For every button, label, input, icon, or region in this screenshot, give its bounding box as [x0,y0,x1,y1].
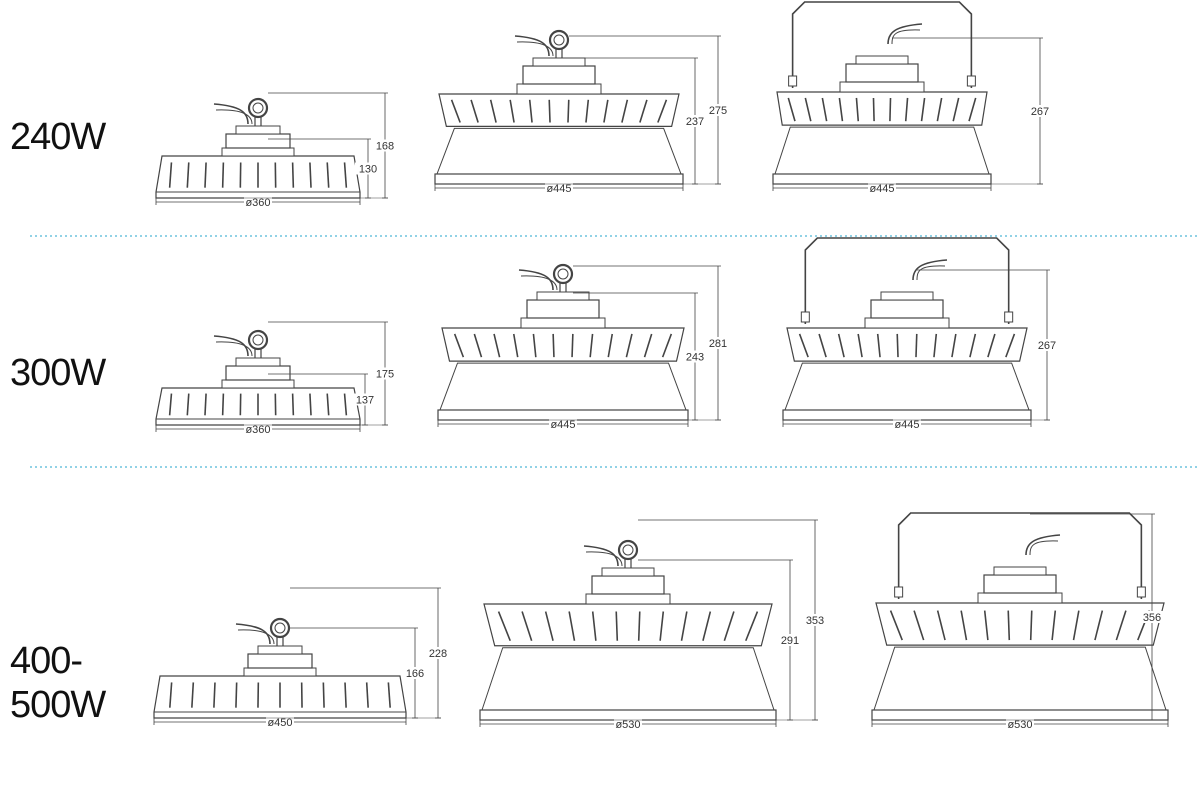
lamp-r3-3: ø530 356 [872,513,1168,731]
height-label: 281 [709,338,727,350]
lamp-r1-2: ø445 237 275 [435,31,731,195]
lamp-r1-3: ø445 267 [773,2,1053,195]
diameter-label: ø445 [894,419,919,431]
row-label-300w: 300W [10,352,105,396]
height-label: 243 [686,352,704,364]
height-label: 353 [806,615,824,627]
diameter-label: ø445 [550,419,575,431]
row-label-400-500w: 400- 500W [10,640,105,727]
height-label: 166 [406,668,424,680]
height-label: 175 [376,369,394,381]
height-label: 130 [359,164,377,176]
height-label: 237 [686,116,704,128]
height-label: 267 [1031,106,1049,118]
height-label: 168 [376,141,394,153]
row-label-240w: 240W [10,116,105,160]
height-label: 137 [356,395,374,407]
lamp-r3-1: ø450 166 228 [154,588,451,729]
lamp-r2-3: ø445 267 [783,238,1060,431]
height-label: 275 [709,105,727,117]
height-label: 228 [429,648,447,660]
diameter-label: ø360 [245,424,270,436]
lamp-r2-2: ø445 243 281 [438,265,731,431]
diameter-label: ø445 [546,183,571,195]
diameter-label: ø530 [615,719,640,731]
lamp-r3-2: ø530 291 353 [480,520,828,731]
lamp-r1-1: ø360 130 168 [156,93,398,209]
diameter-label: ø445 [869,183,894,195]
diameter-label: ø360 [245,197,270,209]
height-label: 291 [781,635,799,647]
diameter-label: ø530 [1007,719,1032,731]
diameter-label: ø450 [267,717,292,729]
height-label: 356 [1143,612,1161,624]
height-label: 267 [1038,340,1056,352]
lamp-r2-1: ø360 137 175 [156,322,398,436]
